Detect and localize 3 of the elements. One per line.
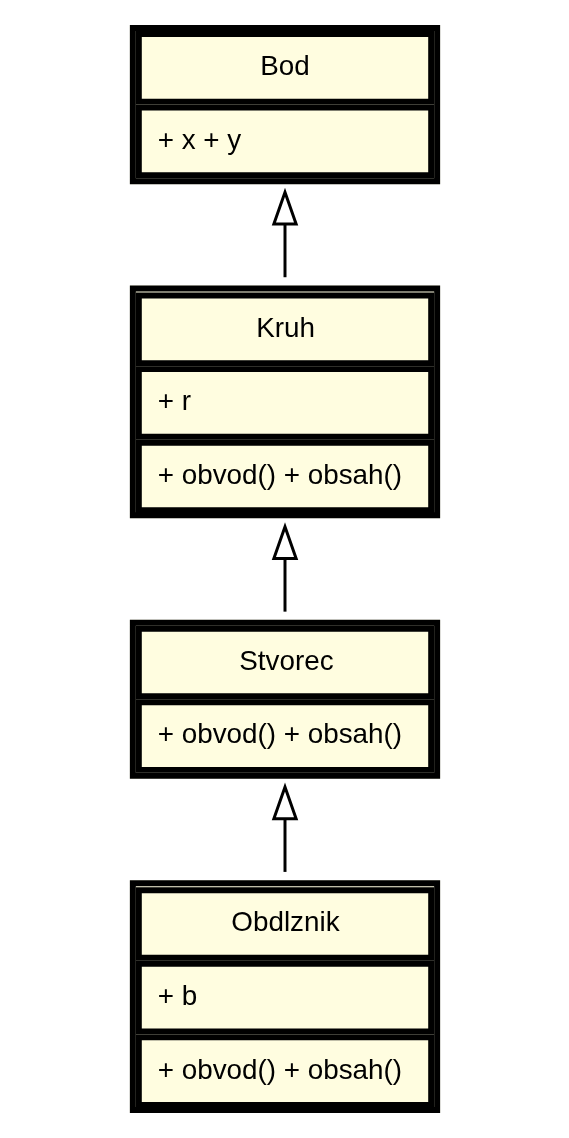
arrow xyxy=(271,782,298,872)
arrow xyxy=(271,187,298,278)
arrow xyxy=(271,522,298,612)
